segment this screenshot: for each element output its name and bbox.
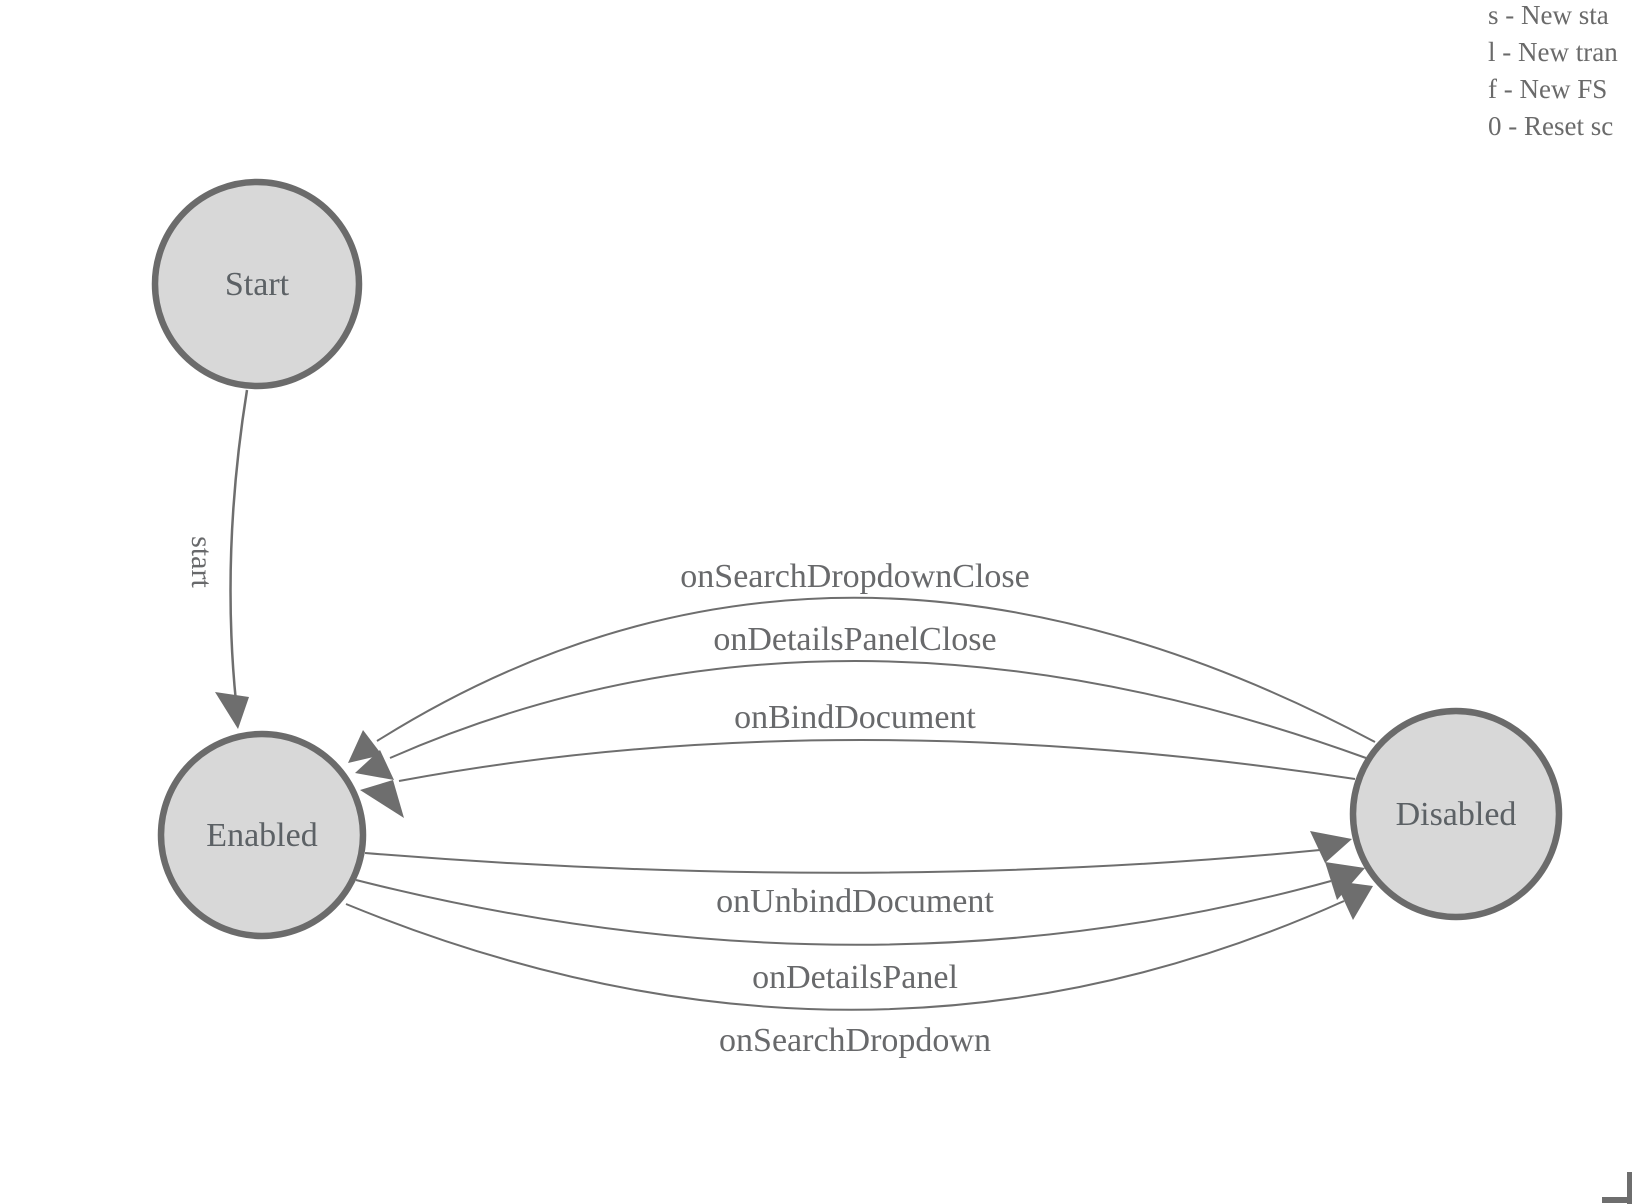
edge-onSearchDropdownClose[interactable]: onSearchDropdownClose	[348, 558, 1376, 763]
arrowhead-onSearchDropdown-icon	[1335, 881, 1373, 920]
edge-label-onSearchDropdown: onSearchDropdown	[719, 1022, 991, 1059]
edge-onDetailsPanelClose-path	[389, 660, 1367, 759]
state-label-disabled: Disabled	[1396, 796, 1517, 833]
state-node-enabled[interactable]: Enabled	[157, 730, 367, 940]
arrowhead-onDetailsPanel-icon	[1325, 862, 1365, 900]
edge-label-onSearchDropdownClose: onSearchDropdownClose	[680, 558, 1029, 595]
state-label-enabled: Enabled	[206, 817, 317, 854]
edge-onUnbindDocument-path	[364, 849, 1321, 874]
edge-onBindDocument[interactable]: onBindDocument	[360, 699, 1356, 818]
state-circle-disabled[interactable]	[1349, 707, 1563, 921]
edge-onSearchDropdown-path	[345, 900, 1345, 1011]
legend-line-new-state: s - New sta	[1488, 0, 1609, 30]
state-node-start[interactable]: Start	[151, 178, 363, 390]
edge-label-onBindDocument: onBindDocument	[734, 699, 976, 736]
state-circle-start[interactable]	[151, 178, 363, 390]
arrowhead-onUnbindDocument-icon	[1310, 831, 1352, 863]
edge-onDetailsPanel[interactable]: onDetailsPanel	[355, 862, 1365, 996]
corner-bracket-horizontal	[1602, 1197, 1632, 1203]
edge-label-onDetailsPanel: onDetailsPanel	[752, 959, 958, 996]
legend-line-new-transition: l - New tran	[1488, 37, 1618, 67]
edge-onSearchDropdown[interactable]: onSearchDropdown	[345, 881, 1373, 1059]
arrowhead-onDetailsPanelClose-icon	[355, 750, 394, 780]
state-node-disabled[interactable]: Disabled	[1349, 707, 1563, 921]
state-circle-enabled[interactable]	[157, 730, 367, 940]
arrowhead-onSearchDropdownClose-icon	[348, 730, 382, 763]
edge-start[interactable]: start	[185, 389, 249, 729]
edge-onSearchDropdownClose-path	[376, 596, 1376, 743]
edge-onDetailsPanel-path	[355, 879, 1332, 946]
legend-line-new-fsm: f - New FS	[1488, 74, 1608, 104]
edge-label-start: start	[185, 536, 218, 588]
shortcut-legend: s - New sta l - New tran f - New FS 0 - …	[1488, 0, 1618, 145]
edge-start-path	[229, 389, 249, 703]
edge-onDetailsPanelClose[interactable]: onDetailsPanelClose	[355, 621, 1367, 780]
state-label-start: Start	[225, 266, 290, 303]
arrowhead-start-icon	[215, 692, 249, 729]
edge-label-onDetailsPanelClose: onDetailsPanelClose	[713, 621, 996, 658]
edge-onBindDocument-path	[398, 739, 1356, 782]
legend-line-reset-scale: 0 - Reset sc	[1488, 111, 1614, 141]
edge-label-onUnbindDocument: onUnbindDocument	[716, 883, 994, 920]
corner-bracket-vertical	[1627, 1172, 1632, 1204]
arrowhead-onBindDocument-icon	[360, 780, 404, 818]
edge-onUnbindDocument[interactable]: onUnbindDocument	[364, 831, 1352, 920]
